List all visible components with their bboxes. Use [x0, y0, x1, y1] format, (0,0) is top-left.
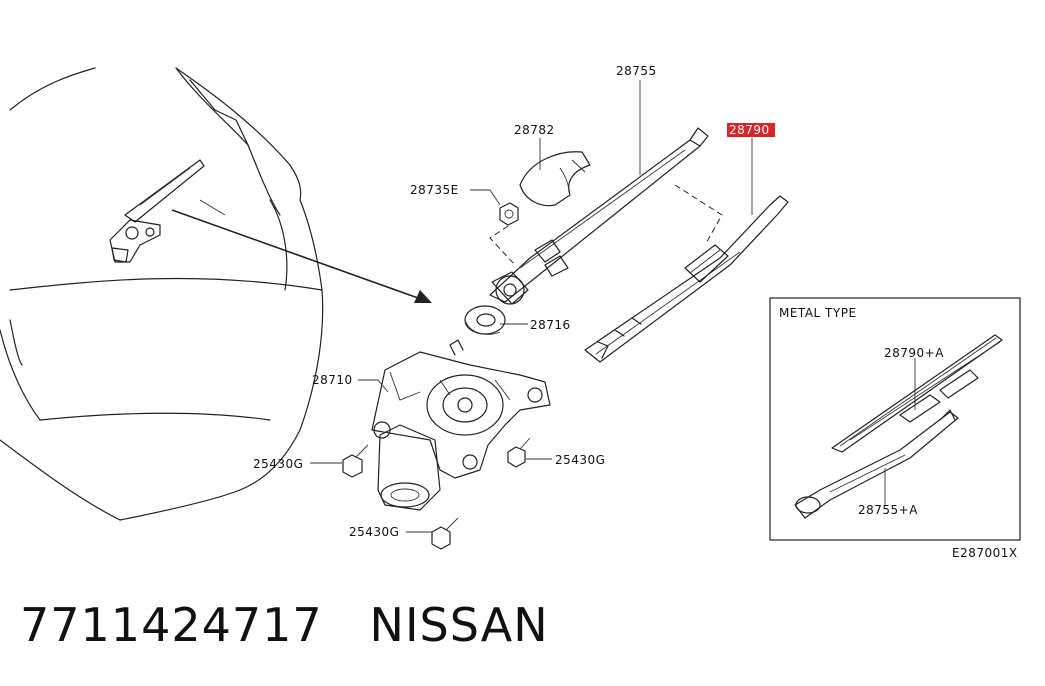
label-28755-a: 28755+A: [858, 503, 918, 517]
label-25430g-left: 25430G: [253, 457, 303, 471]
bolt-left: [342, 444, 369, 478]
seal-washer-part: [464, 305, 506, 335]
inset-title: METAL TYPE: [779, 306, 857, 320]
label-28790: 28790: [729, 123, 770, 137]
vehicle-wiper-assembly: [109, 159, 205, 263]
dashed-link-blade: [674, 184, 723, 246]
label-28790-a: 28790+A: [884, 346, 944, 360]
part-footer: 7711424717 NISSAN: [20, 598, 549, 652]
label-28755: 28755: [616, 64, 657, 78]
dashed-link-nut: [489, 225, 516, 266]
wiper-blade-part: [584, 195, 789, 363]
label-28716: 28716: [530, 318, 571, 332]
wiper-arm-part: [489, 127, 709, 305]
drawing-code: E287001X: [952, 546, 1018, 560]
nut-part: [499, 202, 519, 226]
bolt-right: [507, 437, 531, 468]
part-number: 7711424717: [20, 598, 323, 652]
metal-type-inset: METAL TYPE 28790+A 28755+A: [769, 297, 1021, 541]
leader-lines: [310, 80, 753, 533]
pivot-cap-part: [519, 151, 591, 207]
label-28710: 28710: [312, 373, 353, 387]
label-25430g-bottom: 25430G: [349, 525, 399, 539]
label-28735e: 28735E: [410, 183, 459, 197]
brand-name: NISSAN: [369, 598, 549, 652]
pointer-arrow: [171, 209, 432, 303]
label-28782: 28782: [514, 123, 555, 137]
vehicle-rear-outline: [0, 67, 324, 521]
label-28790-highlight: [727, 123, 775, 137]
wiper-motor-part: [371, 339, 551, 511]
label-25430g-right: 25430G: [555, 453, 605, 467]
bolt-bottom: [431, 517, 459, 550]
